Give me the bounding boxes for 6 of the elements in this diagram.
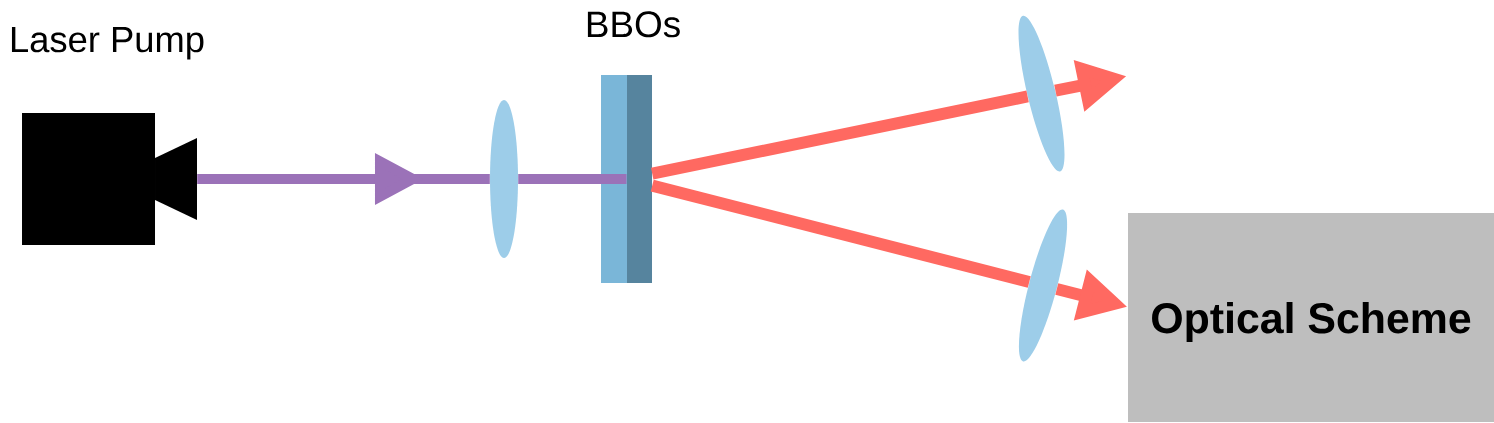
- lens: [1018, 15, 1065, 172]
- node-label: Laser Pump: [11, 27, 204, 60]
- scheme-box: Optical Scheme: [1128, 213, 1494, 422]
- lens: [490, 100, 518, 258]
- node-label: BBOs: [587, 11, 680, 38]
- lens: [1018, 209, 1068, 362]
